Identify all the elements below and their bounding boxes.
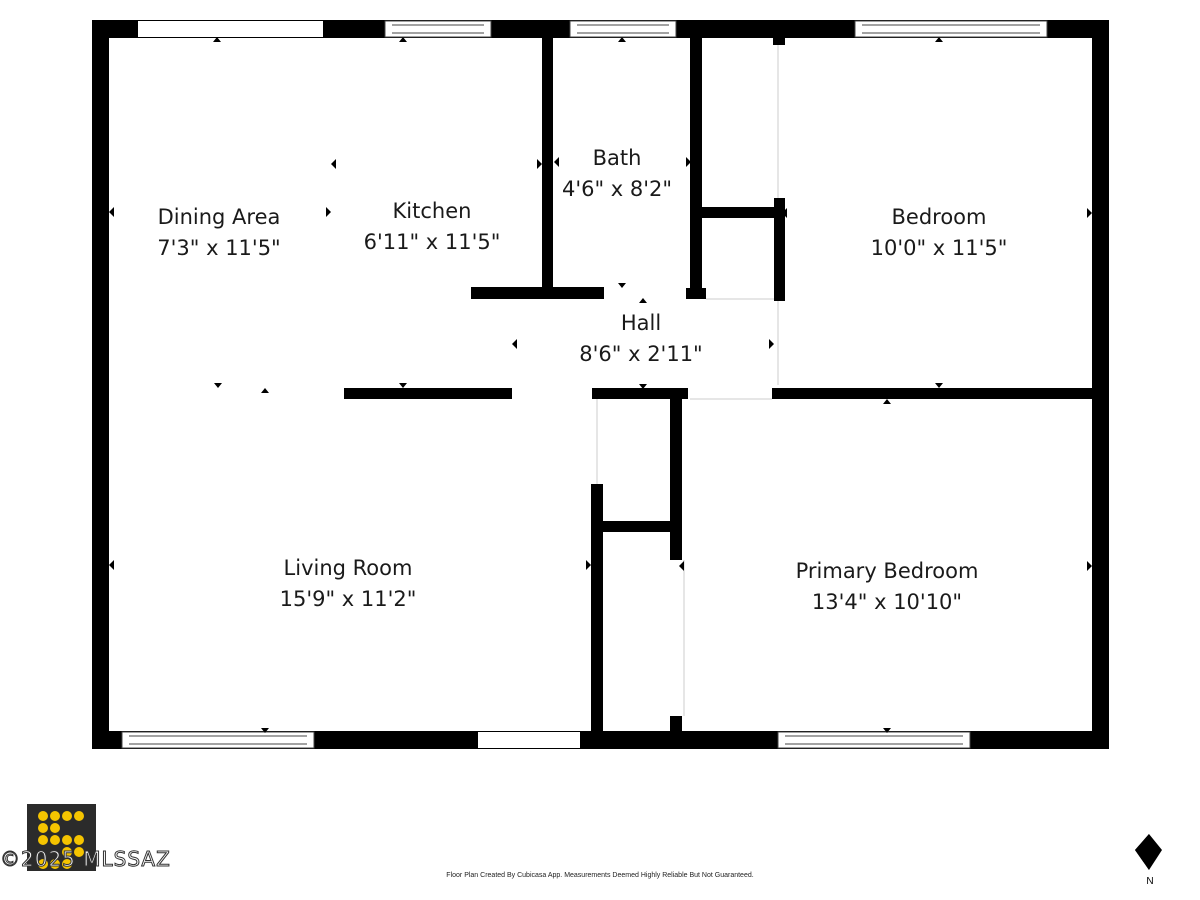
room-name-dining: Dining Area	[158, 205, 281, 229]
wall-closet-stub-bottom	[670, 716, 682, 734]
wall-kitchen-bath	[542, 37, 553, 297]
disclaimer-text: Floor Plan Created By Cubicasa App. Meas…	[446, 872, 753, 879]
room-dims-dining: 7'3" x 11'5"	[157, 236, 280, 260]
wall-east	[1092, 20, 1109, 749]
room-name-hall: Hall	[621, 311, 661, 335]
wall-dining-living	[344, 388, 512, 399]
room-name-kitchen: Kitchen	[393, 199, 472, 223]
door-leaves	[596, 45, 779, 716]
room-name-primary: Primary Bedroom	[796, 559, 979, 583]
room-name-bath: Bath	[593, 146, 642, 170]
wall-west	[92, 20, 109, 749]
room-dims-kitchen: 6'11" x 11'5"	[364, 230, 501, 254]
room-dims-hall: 8'6" x 2'11"	[579, 342, 702, 366]
wall-bedroom-primary	[772, 388, 1092, 399]
room-name-living: Living Room	[284, 556, 413, 580]
room-labels: Dining Area 7'3" x 11'5" Kitchen 6'11" x…	[157, 146, 1007, 614]
wall-stub-hall-1	[686, 288, 706, 299]
compass-label: N	[1146, 876, 1153, 887]
wall-closet-shelf	[702, 207, 782, 218]
front-door-opening	[478, 732, 580, 748]
wall-bedroom-closet	[774, 198, 785, 301]
wall-bedroom-top-stub	[773, 37, 785, 45]
openings	[121, 20, 1048, 749]
wall-hall-south	[592, 388, 688, 399]
wall-closet-divider	[601, 521, 681, 532]
window-north-kitchen	[384, 20, 492, 38]
room-dims-living: 15'9" x 11'2"	[280, 587, 417, 611]
room-dims-bedroom: 10'0" x 11'5"	[871, 236, 1008, 260]
wall-closet-east-upper	[670, 397, 682, 560]
window-inner-lines	[129, 24, 1040, 745]
room-dims-primary: 13'4" x 10'10"	[812, 590, 962, 614]
logo-dots-icon	[38, 811, 84, 869]
window-south-living	[121, 731, 315, 749]
window-north-bath	[569, 20, 677, 38]
measurement-markers	[109, 37, 1092, 733]
room-name-bedroom: Bedroom	[892, 205, 987, 229]
copyright-watermark: ©2025 MLSSAZ	[0, 847, 171, 871]
mls-logo: ©2025 MLSSAZ	[0, 804, 171, 872]
room-dims-bath: 4'6" x 8'2"	[562, 177, 672, 201]
opening-north-dining	[138, 21, 323, 37]
interior-walls	[344, 37, 1092, 734]
window-south-primary	[777, 731, 971, 749]
wall-bath-closet	[690, 37, 702, 299]
window-north-bedroom	[854, 20, 1048, 38]
wall-kitchen-hall	[471, 287, 604, 299]
wall-living-closet	[591, 484, 603, 734]
compass: N	[1135, 834, 1162, 887]
